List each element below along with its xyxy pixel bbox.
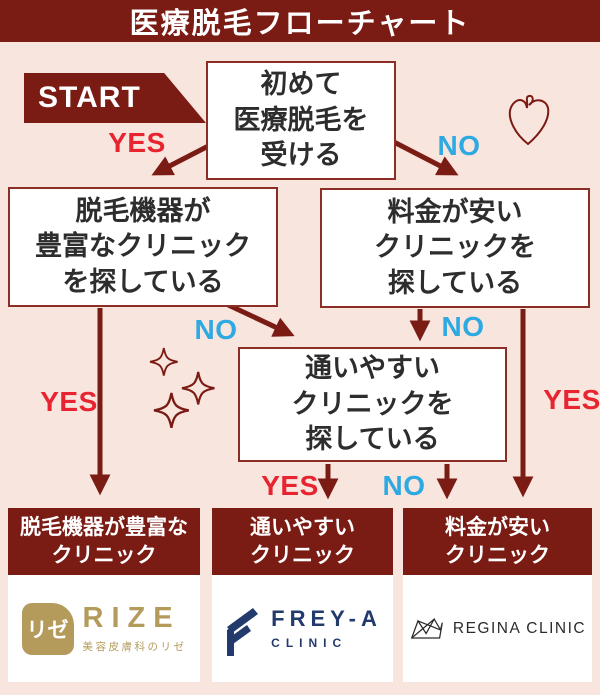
freya-wordmark: FREY-A bbox=[271, 605, 382, 631]
label-no-cheap: NO bbox=[441, 311, 485, 342]
rize-badge-icon: リゼ bbox=[21, 602, 74, 655]
node-cheap-text: 料金が安い クリニックを 探している bbox=[374, 196, 536, 298]
label-yes-first: YES bbox=[108, 127, 166, 158]
start-banner: START bbox=[24, 73, 206, 123]
node-accessible: 通いやすい クリニックを 探している bbox=[238, 347, 507, 462]
label-yes-machines: YES bbox=[40, 386, 98, 417]
label-no-first: NO bbox=[437, 130, 481, 161]
freya-f-icon bbox=[227, 607, 259, 656]
arrow-no-machines-to-accessible bbox=[222, 300, 295, 337]
rize-tagline: 美容皮膚科のリゼ bbox=[82, 640, 187, 653]
label-no-accessible: NO bbox=[382, 470, 426, 501]
rize-logo: リゼ RIZE 美容皮膚科のリゼ bbox=[8, 575, 200, 682]
result-card-rize-title: 脱毛機器が豊富な クリニック bbox=[20, 516, 188, 567]
regina-logo: REGINA CLINIC bbox=[403, 575, 592, 682]
page-title: 医療脱毛フローチャート bbox=[129, 8, 471, 40]
label-yes-accessible: YES bbox=[261, 470, 319, 501]
node-machines-text: 脱毛機器が 豊富なクリニック を探している bbox=[35, 195, 251, 297]
freya-logo: FREY-A CLINIC bbox=[212, 575, 393, 682]
result-card-rize-header: 脱毛機器が豊富な クリニック bbox=[8, 508, 200, 575]
rize-wordmark: RIZE bbox=[82, 601, 181, 634]
result-card-regina-header: 料金が安い クリニック bbox=[403, 508, 592, 575]
node-first-time: 初めて 医療脱毛を 受ける bbox=[206, 61, 396, 180]
start-label: START bbox=[38, 81, 141, 114]
arrow-no-to-cheap bbox=[388, 137, 459, 176]
label-yes-cheap: YES bbox=[543, 384, 600, 415]
result-card-regina-title: 料金が安い クリニック bbox=[445, 516, 550, 567]
label-no-machines: NO bbox=[194, 314, 238, 345]
result-card-freya-title: 通いやすい クリニック bbox=[250, 516, 355, 567]
result-card-freya[interactable]: 通いやすい クリニック FREY-A CLINIC bbox=[212, 508, 393, 682]
freya-sub: CLINIC bbox=[271, 635, 348, 650]
node-first-time-text: 初めて 医療脱毛を 受ける bbox=[233, 69, 369, 171]
heart-icon bbox=[508, 94, 550, 145]
node-cheap: 料金が安い クリニックを 探している bbox=[320, 188, 590, 308]
node-machines: 脱毛機器が 豊富なクリニック を探している bbox=[8, 187, 278, 307]
result-card-regina[interactable]: 料金が安い クリニック REGINA CLINIC bbox=[403, 508, 592, 682]
result-card-rize[interactable]: 脱毛機器が豊富な クリニック リゼ RIZE 美容皮膚科のリゼ bbox=[8, 508, 200, 682]
node-accessible-text: 通いやすい クリニックを 探している bbox=[291, 353, 454, 455]
result-card-freya-header: 通いやすい クリニック bbox=[212, 508, 393, 575]
regina-crown-icon bbox=[410, 617, 443, 639]
sparkles-icon bbox=[149, 347, 215, 429]
regina-wordmark: REGINA CLINIC bbox=[452, 619, 587, 637]
title-bar: 医療脱毛フローチャート bbox=[0, 0, 600, 42]
